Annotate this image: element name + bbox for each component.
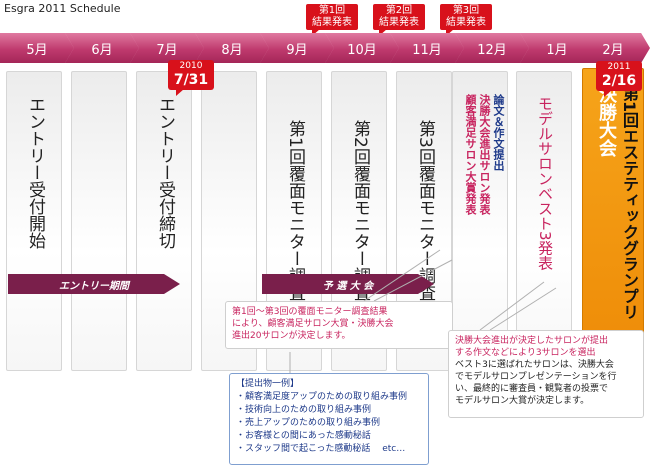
- result-flag-2: 第2回 結果発表: [373, 4, 425, 36]
- note-line: でモデルサロンプレゼンテーションを行: [455, 372, 617, 382]
- note-final-selection: 決勝大会進出が決定したサロンが提出 する作文などにより3サロンを選出 ベスト3に…: [448, 330, 644, 418]
- note-submission-examples: 【提出物一例】 ・顧客満足度アップのための取り組み事例 ・技術向上のための取り組…: [229, 373, 429, 465]
- column-text: 第1回覆面モニター調査: [285, 120, 305, 301]
- result-flag-3: 第3回 結果発表: [440, 4, 492, 36]
- month-label: 11月: [412, 42, 442, 58]
- column-jan: モデルサロンベスト3発表: [516, 71, 572, 371]
- note-title: 【提出物一例】: [236, 379, 300, 389]
- column-dec: 論文＆作文提出 決勝大会進出サロン発表 顧客満足サロン大賞発表: [452, 71, 508, 371]
- result-flag-line: 結果発表: [312, 17, 352, 28]
- note-line: 第1回～第3回の覆面モニター調査結果: [232, 307, 388, 317]
- column-line: 論文＆作文提出: [492, 94, 505, 171]
- date-year: 2011: [607, 62, 631, 72]
- page-title: Esgra 2011 Schedule: [4, 2, 121, 15]
- month-label: 6月: [91, 42, 113, 58]
- month-label: 9月: [286, 42, 308, 58]
- date-md: 7/31: [173, 72, 209, 88]
- note-line: い、最終的に審査員・観覧者の投票で: [455, 384, 609, 394]
- note-line: ベスト3に選ばれたサロンは、決勝大会: [455, 360, 614, 370]
- result-flag-line: 第1回: [318, 5, 346, 16]
- date-md: 2/16: [601, 73, 637, 89]
- month-label: 8月: [221, 42, 243, 58]
- arrow-label: エントリー期間: [59, 280, 129, 292]
- note-monitor-results: 第1回～第3回の覆面モニター調査結果 により、顧客満足サロン大賞・決勝大会 進出…: [225, 301, 453, 349]
- result-flag-line: 結果発表: [446, 17, 486, 28]
- month-label: 12月: [477, 42, 507, 58]
- arrow-qualifier: 予 選 大 会: [262, 274, 434, 294]
- month-tab: 6月: [65, 33, 139, 63]
- month-label: 2月: [602, 42, 624, 58]
- date-bubble-final: 2011 2/16: [596, 61, 642, 97]
- column-jul: エントリー受付締切: [136, 71, 192, 371]
- column-line: 第1回エステティックグランプリ: [620, 85, 639, 321]
- note-item: ・お客様との間にあった感動秘話: [236, 431, 371, 441]
- column-dec-text: 論文＆作文提出 決勝大会進出サロン発表 顧客満足サロン大賞発表: [451, 94, 507, 304]
- month-band: 5月 6月 7月 8月 9月 10月 11月 12月 1月 2月: [0, 33, 650, 63]
- month-tab: 8月: [195, 33, 269, 63]
- result-flag-line: 第3回: [452, 5, 480, 16]
- note-item: ・スタッフ間で起こった感動秘話 etc…: [236, 444, 406, 454]
- column-text: 第2回覆面モニター調査: [350, 120, 370, 301]
- column-line: 決勝大会: [596, 85, 617, 157]
- month-tab: 10月: [325, 33, 399, 63]
- month-tab: 5月: [0, 33, 74, 63]
- column-text: エントリー受付締切: [155, 96, 175, 249]
- month-label: 10月: [347, 42, 377, 58]
- column-feb: 第1回エステティックグランプリ 決勝大会: [582, 68, 644, 368]
- month-tab: 9月: [260, 33, 334, 63]
- note-line: により、顧客満足サロン大賞・決勝大会: [232, 319, 394, 329]
- column-text: モデルサロンベスト3発表: [536, 96, 554, 271]
- note-item: ・顧客満足度アップのための取り組み事例: [236, 392, 408, 402]
- arrow-label: 予 選 大 会: [322, 280, 374, 292]
- result-flag-line: 第2回: [385, 5, 413, 16]
- column-text: 第3回覆面モニター調査: [415, 120, 435, 301]
- month-tab: 12月: [455, 33, 529, 63]
- note-line: 決勝大会進出が決定したサロンが提出: [455, 336, 609, 346]
- note-line: 進出20サロンが決定します。: [232, 331, 351, 341]
- column-jun: [71, 71, 127, 371]
- column-feb-text: 第1回エステティックグランプリ 決勝大会: [593, 85, 639, 355]
- result-flag-line: 結果発表: [379, 17, 419, 28]
- arrow-entry-period: エントリー期間: [8, 274, 180, 294]
- month-tab: 7月: [130, 33, 204, 63]
- note-item: ・売上アップのための取り組み事例: [236, 418, 381, 428]
- note-line: モデルサロン大賞が決定します。: [455, 396, 590, 406]
- column-text: エントリー受付開始: [25, 96, 45, 249]
- date-year: 2010: [179, 61, 203, 71]
- month-label: 7月: [156, 42, 178, 58]
- column-line: 顧客満足サロン大賞発表: [464, 94, 477, 215]
- column-may: エントリー受付開始: [6, 71, 62, 371]
- month-tab: 11月: [390, 33, 464, 63]
- month-tab: 2月: [576, 33, 650, 63]
- month-label: 1月: [546, 42, 568, 58]
- date-bubble-entry-deadline: 2010 7/31: [168, 60, 214, 96]
- note-item: ・技術向上のための取り組み事例: [236, 405, 372, 415]
- result-flag-1: 第1回 結果発表: [306, 4, 358, 36]
- month-label: 5月: [26, 42, 48, 58]
- column-line: 決勝大会進出サロン発表: [478, 94, 491, 215]
- note-line: する作文などにより3サロンを選出: [455, 348, 596, 358]
